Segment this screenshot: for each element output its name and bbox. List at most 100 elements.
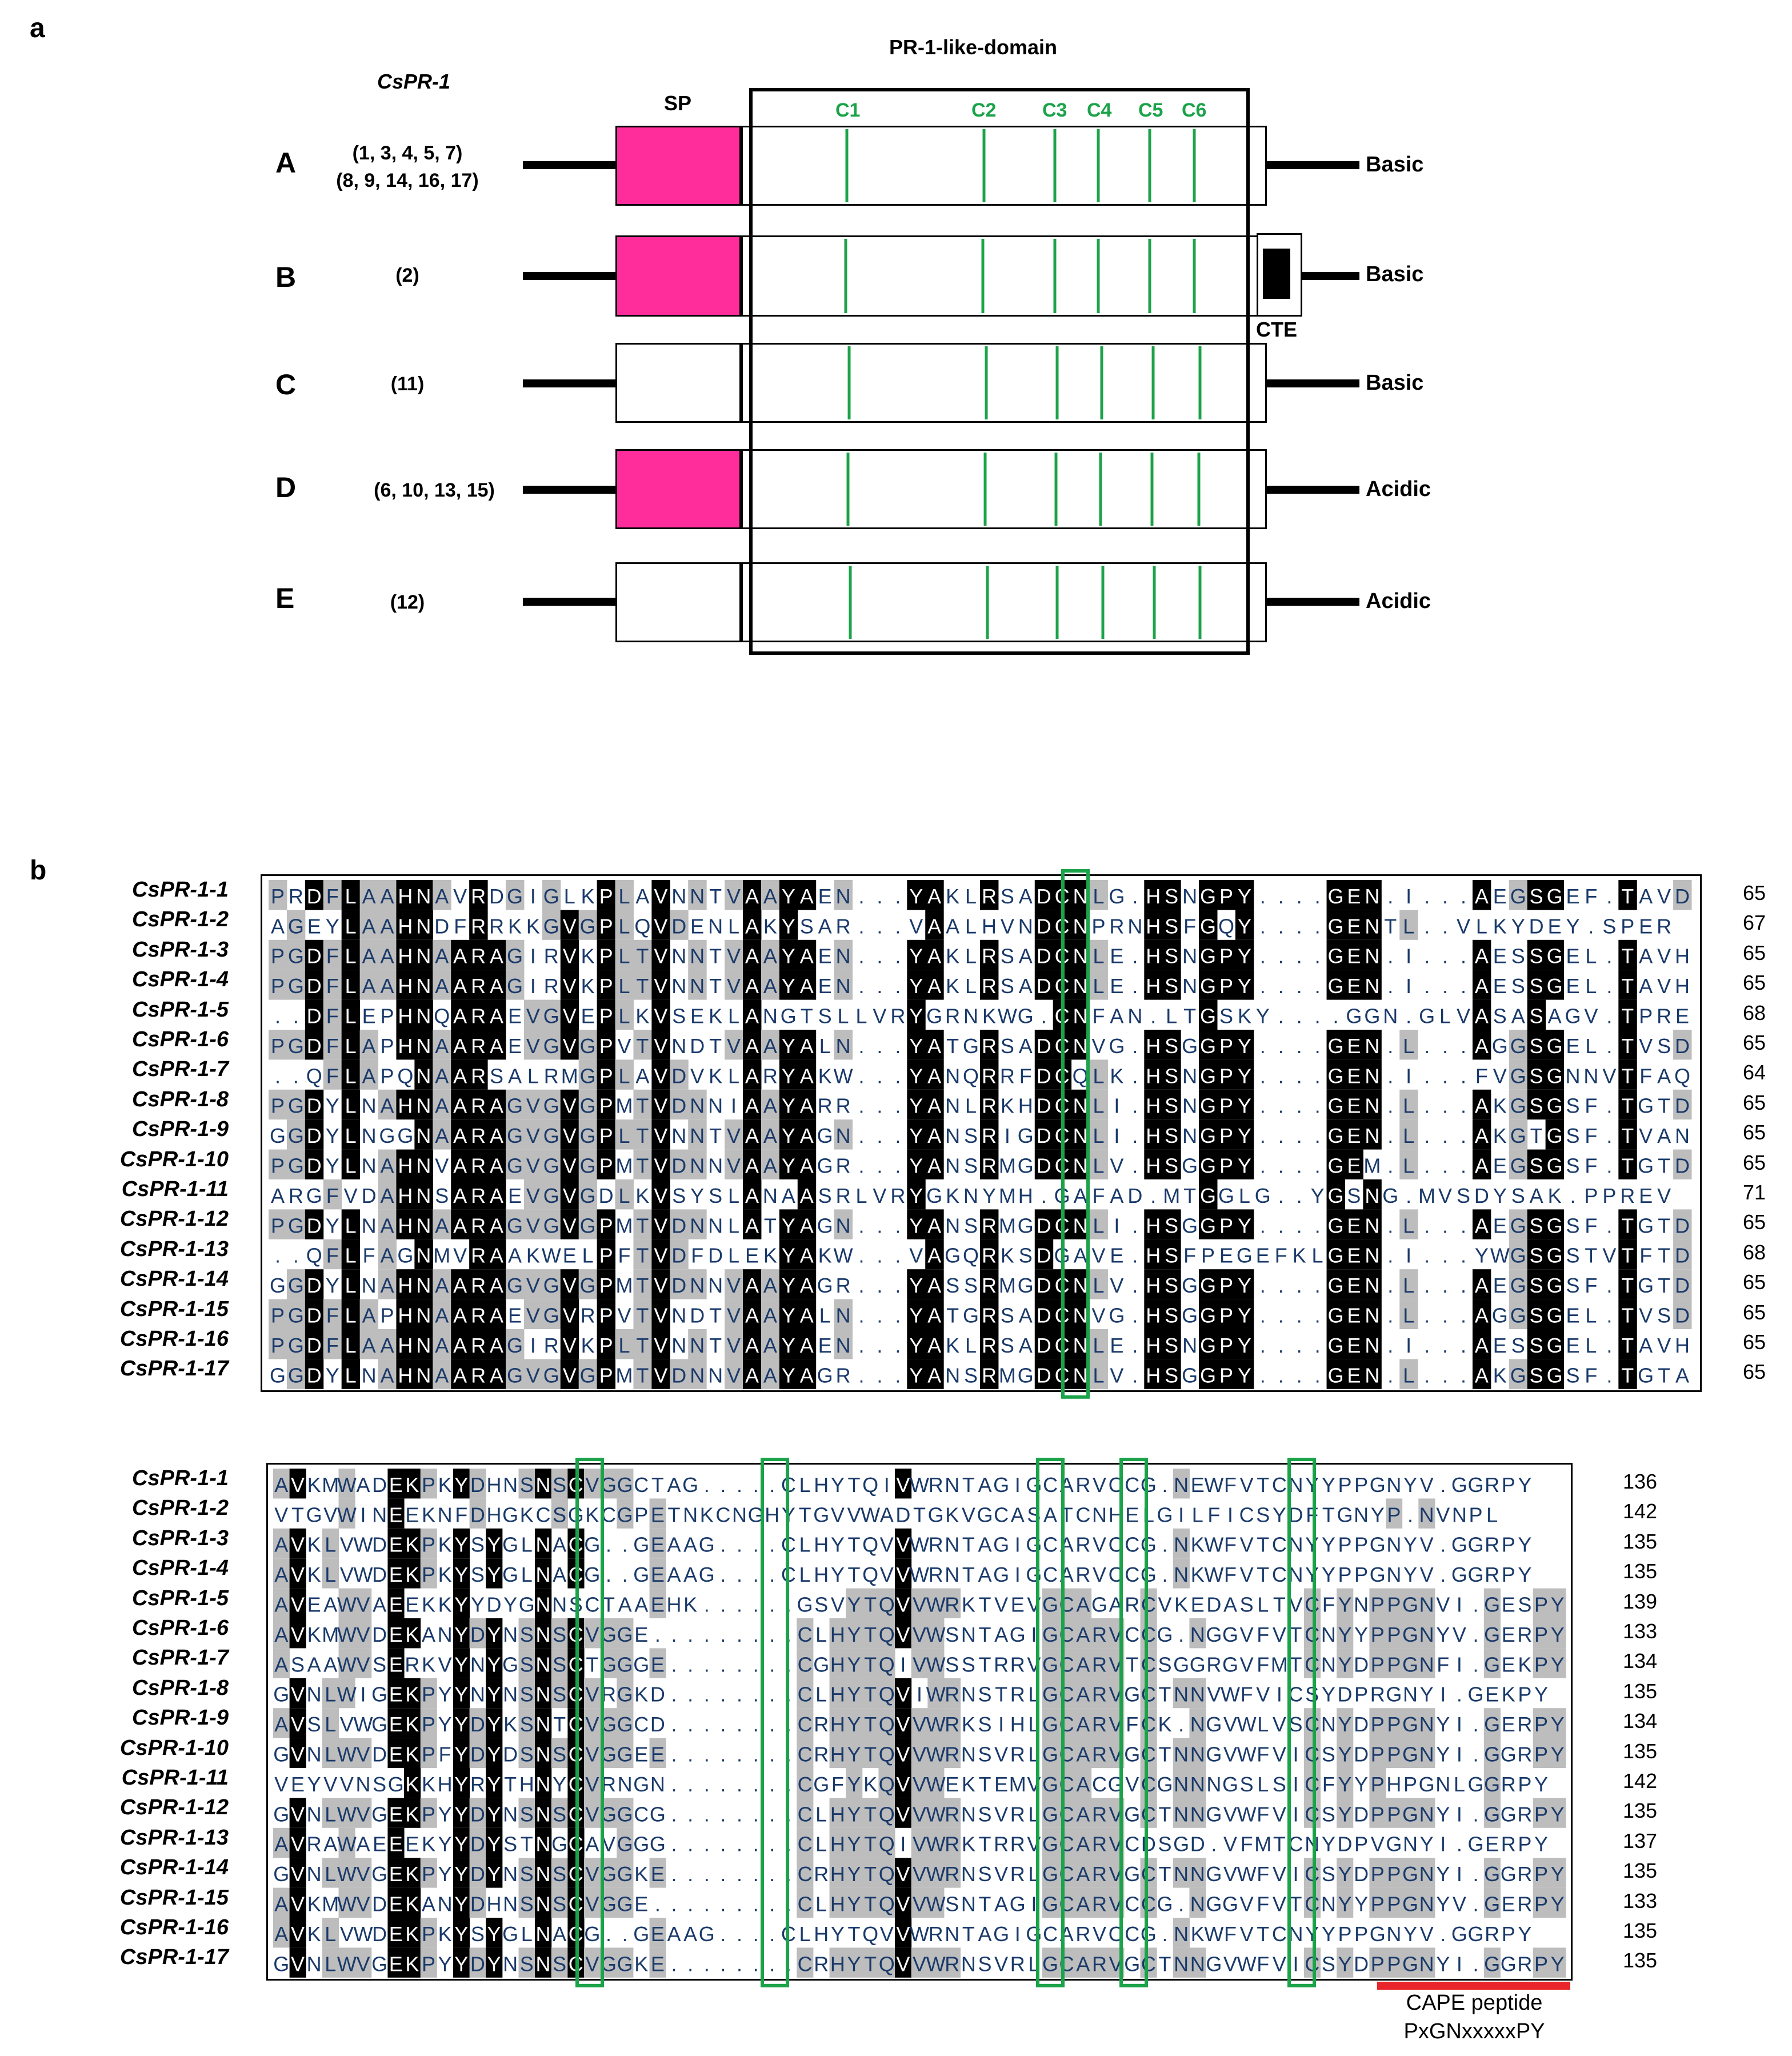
residue: A (994, 1892, 1008, 1915)
residue: K (405, 1683, 419, 1706)
residue: V (585, 1473, 599, 1497)
residue: G (1042, 1952, 1058, 1975)
residue-shade (286, 939, 306, 970)
residue: Y (1436, 1742, 1450, 1766)
residue: D (1337, 1683, 1352, 1706)
residue-shade (341, 1239, 361, 1270)
residue: F (1224, 1563, 1237, 1586)
residue: K (307, 1473, 321, 1497)
row-c-charge: Basic (1366, 371, 1424, 395)
residue: N (535, 1713, 550, 1736)
residue: V (847, 1503, 861, 1526)
residue: Y (487, 1922, 501, 1946)
residue: P (422, 1742, 435, 1766)
residue: P (422, 1683, 435, 1706)
residue-shade (359, 970, 379, 1000)
row-e-n-terminus (523, 598, 615, 606)
residue: . (737, 1833, 742, 1856)
residue-shade (487, 1030, 506, 1060)
residue: E (634, 1623, 648, 1646)
residue: Y (1322, 1533, 1335, 1557)
residue: G (617, 1833, 633, 1856)
residue-shade (487, 999, 506, 1030)
residue: A (356, 1473, 370, 1497)
residue: G (306, 1503, 322, 1526)
residue: W (926, 1892, 946, 1915)
sequence-name: CsPR-1-6 (132, 1616, 229, 1640)
residue: K (863, 1773, 877, 1796)
residue: K (1158, 1713, 1171, 1736)
residue: A (553, 1533, 566, 1557)
residue: I (1293, 1773, 1299, 1796)
residue: V (994, 1862, 1008, 1886)
residue: N (535, 1892, 550, 1915)
residue: Y (487, 1653, 501, 1676)
residue: W (910, 1563, 929, 1586)
residue: D (1206, 1593, 1221, 1616)
residue: K (438, 1473, 452, 1497)
residue: . (769, 1713, 775, 1736)
residue: V (1223, 1862, 1237, 1886)
residue: Y (1338, 1773, 1351, 1796)
row-e-protein-body (741, 562, 1267, 642)
residue: G (617, 1473, 633, 1497)
residue-shade (286, 1089, 306, 1120)
residue: V (1240, 1563, 1254, 1586)
residue: Y (1551, 1742, 1565, 1766)
residue: V (994, 1802, 1008, 1826)
residue: R (1517, 1952, 1532, 1975)
residue: E (994, 1773, 1008, 1796)
residue: P (1371, 1952, 1385, 1975)
residue-shade (433, 1089, 451, 1120)
residue: F (1257, 1623, 1269, 1646)
residue: A (1076, 1742, 1090, 1766)
cape-peptide-label: CAPE peptide (1406, 1991, 1543, 2015)
residue: A (978, 1473, 992, 1497)
residue: F (1257, 1653, 1269, 1676)
residue: E (1502, 1713, 1515, 1736)
residue: A (553, 1563, 566, 1586)
residue-shade (414, 939, 433, 970)
residue: V (913, 1892, 926, 1915)
residue: T (979, 1623, 991, 1646)
residue-shade (286, 970, 306, 1000)
residue: G (813, 1503, 829, 1526)
residue: K (405, 1533, 419, 1557)
residue: L (521, 1533, 533, 1557)
residue: Y (1551, 1623, 1565, 1646)
residue: Y (1338, 1802, 1351, 1826)
residue: T (586, 1653, 598, 1676)
residue: F (439, 1742, 451, 1766)
residue-shade (487, 1299, 506, 1329)
residue: Y (1436, 1862, 1450, 1886)
residue: G (1042, 1892, 1058, 1915)
residue: C (1125, 1833, 1139, 1856)
residue: V (1240, 1892, 1254, 1915)
residue: H (830, 1742, 845, 1766)
row-e-no-signal-peptide (615, 562, 741, 642)
residue: K (962, 1773, 975, 1796)
residue: V (913, 1653, 926, 1676)
residue-shade (396, 1359, 415, 1389)
residue: P (1518, 1683, 1531, 1706)
residue: H (519, 1773, 534, 1796)
residue: D (372, 1623, 387, 1646)
residue: T (1158, 1802, 1171, 1826)
residue: G (1468, 1533, 1484, 1557)
residue: W (926, 1742, 946, 1766)
residue: K (520, 1503, 534, 1526)
residue: V (1273, 1713, 1286, 1736)
residue-shade (414, 970, 433, 1000)
residue: V (291, 1833, 305, 1856)
row-d-c-terminus (1267, 486, 1359, 494)
cys-label-c2: C2 (971, 99, 997, 121)
residue: V (913, 1802, 926, 1826)
residue: C (1141, 1862, 1156, 1886)
residue: . (671, 1623, 677, 1646)
residue: G (1206, 1742, 1222, 1766)
residue: K (438, 1593, 452, 1616)
residue: . (753, 1892, 759, 1915)
residue: R (1010, 1683, 1025, 1706)
residue: G (1501, 1742, 1517, 1766)
residue: G (1419, 1773, 1435, 1796)
